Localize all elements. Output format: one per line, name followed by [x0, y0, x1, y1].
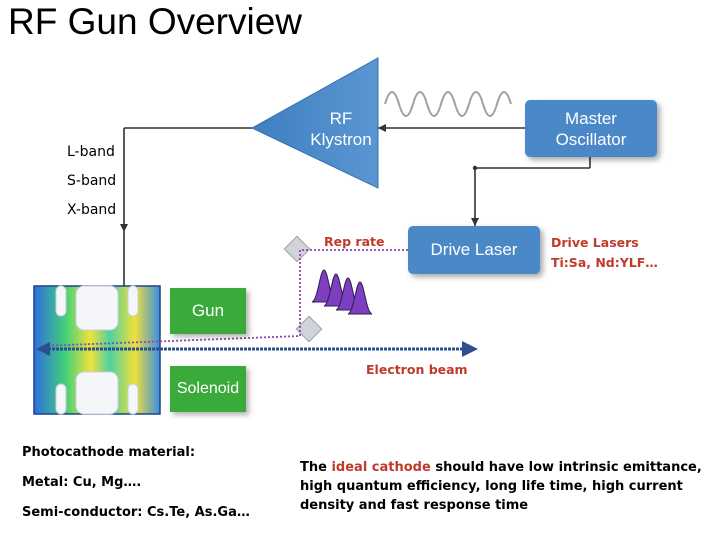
- drive-laser-box: Drive Laser: [408, 226, 540, 274]
- laser-path: [39, 249, 408, 347]
- master-label-line2: Oscillator: [555, 129, 627, 149]
- laser-pulses: [311, 269, 373, 315]
- laser-types-label: Ti:Sa, Nd:YLF…: [551, 255, 658, 270]
- band-label-s: S-band: [67, 173, 117, 189]
- solenoid-box: Solenoid: [170, 366, 246, 412]
- photocathode-semiconductor: Semi-conductor: Cs.Te, As.Ga…: [22, 505, 250, 520]
- photocathode-metal: Metal: Cu, Mg….: [22, 475, 142, 490]
- page-title: RF Gun Overview: [8, 1, 303, 42]
- klystron-label-line1: RF: [329, 109, 353, 128]
- ideal-prefix: The: [300, 460, 332, 475]
- band-label-l: L-band: [67, 144, 115, 160]
- master-label-line1: Master: [565, 108, 617, 128]
- upper-mirror: [283, 235, 311, 263]
- ideal-cathode-text: The ideal cathode should have low intrin…: [300, 458, 720, 515]
- ideal-highlight: ideal cathode: [331, 460, 431, 475]
- klystron-label-line2: Klystron: [310, 130, 372, 149]
- gun-box: Gun: [170, 288, 246, 334]
- ideal-suffix: should have low intrinsic emittance, hig…: [300, 460, 702, 513]
- klystron-shape: [250, 57, 379, 189]
- rep-rate-label: Rep rate: [324, 234, 385, 249]
- band-label-x: X-band: [67, 202, 117, 218]
- master-oscillator-box: Master Oscillator: [525, 100, 657, 157]
- klystron-label: RF Klystron: [296, 108, 386, 150]
- drive-lasers-label: Drive Lasers: [551, 235, 639, 250]
- photocathode-heading: Photocathode material:: [22, 445, 196, 460]
- lower-mirror: [295, 315, 323, 343]
- rf-wave: [384, 91, 512, 117]
- electron-beam-label: Electron beam: [366, 362, 468, 377]
